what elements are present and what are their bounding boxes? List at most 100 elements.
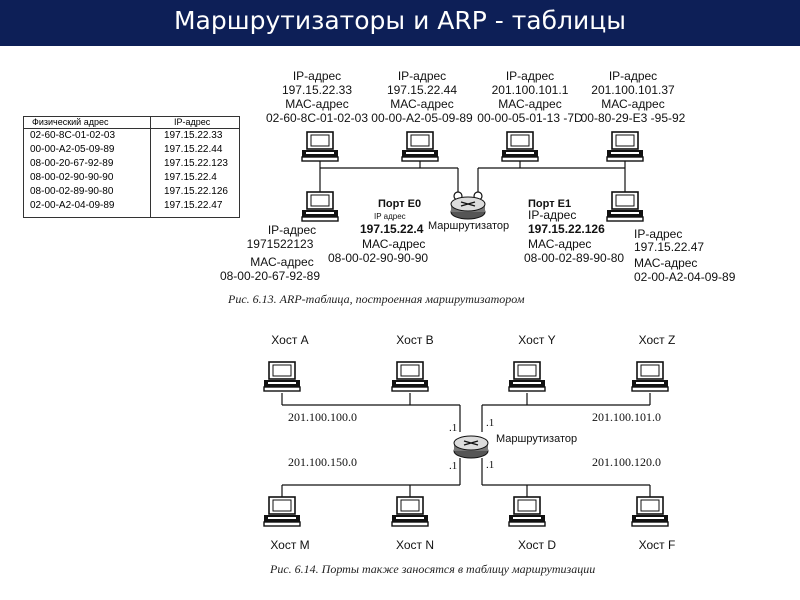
table-row: 08-00-02-90-90-90 197.15.22.4 (24, 172, 239, 185)
host-mac-label: МАС-адрес (634, 256, 697, 270)
host-label: Хост B (396, 333, 433, 347)
network-address: 201.100.120.0 (592, 455, 661, 469)
fig2-caption: Рис. 6.14. Порты также заносятся в табли… (269, 562, 595, 576)
computer-icon (301, 131, 339, 162)
computer-icon (263, 361, 301, 392)
port-e0-mac: 08-00-02-90-90-90 (328, 251, 428, 265)
host-ip-label: IP-адрес (609, 69, 657, 83)
port-e0-labels: Порт E0 IP адрес 197.15.22.4 МАС-адрес 0… (328, 198, 428, 265)
computer-icon (508, 361, 546, 392)
arp-table: Физический адрес IP-адрес 02-60-8C-01-02… (23, 116, 240, 218)
router-label: Маршрутизатор (428, 220, 509, 232)
port-e0-name: Порт E0 (378, 198, 421, 210)
router-icon (450, 196, 486, 220)
port-e0-mac-label: МАС-адрес (362, 237, 425, 251)
arp-mac: 08-00-20-67-92-89 (30, 158, 114, 169)
host-label: Хост F (639, 538, 676, 552)
arp-ip: 197.15.22.44 (164, 144, 223, 155)
arp-ip: 197.15.22.123 (164, 158, 228, 169)
computer-icon (263, 496, 301, 527)
host-mac: 08-00-20-67-92-89 (220, 269, 320, 283)
fig2-port-labels: .1 .1 .1 .1 (449, 417, 494, 472)
port-e1-mac: 08-00-02-89-90-80 (524, 251, 624, 265)
host-mac-label: МАС-адрес (498, 97, 561, 111)
fig1-wiring (319, 158, 626, 201)
router-icon (453, 435, 489, 459)
host-ip: 1971522123 (247, 237, 314, 251)
arp-ip: 197.15.22.47 (164, 200, 223, 211)
computer-icon (391, 496, 429, 527)
arp-mac: 02-00-A2-04-09-89 (30, 200, 115, 211)
arp-table-divider (150, 117, 151, 217)
computer-icon (631, 361, 669, 392)
host-mac: 00-00-05-01-13 -7D (477, 111, 583, 125)
arp-mac: 08-00-02-90-90-90 (30, 172, 114, 183)
fig2-host-labels: Хост A Хост B Хост Y Хост Z Хост M Хост … (270, 333, 675, 552)
port-label: .1 (486, 459, 494, 471)
host-mac-label: МАС-адрес (390, 97, 453, 111)
host-ip-label: IP-адрес (398, 69, 446, 83)
host-mac: 00-00-A2-05-09-89 (371, 111, 473, 125)
fig1-bottom-left-host-labels: IP-адрес 1971522123 МАС-адрес 08-00-20-6… (220, 223, 320, 283)
computer-icon (501, 131, 539, 162)
port-e0-ip-label: IP адрес (374, 212, 406, 221)
computer-icon (606, 131, 644, 162)
fig2-network-labels: 201.100.100.0 201.100.101.0 201.100.150.… (288, 410, 661, 469)
page-title: Маршрутизаторы и ARP - таблицы (173, 6, 627, 35)
port-e1-labels: Порт E1 IP-адрес 197.15.22.126 МАС-адрес… (524, 198, 624, 265)
table-row: 08-00-20-67-92-89 197.15.22.123 (24, 158, 239, 171)
router-label: Маршрутизатор (496, 433, 577, 445)
port-e0-ip: 197.15.22.4 (360, 222, 424, 236)
arp-ip: 197.15.22.126 (164, 186, 228, 197)
arp-table-header: Физический адрес IP-адрес (24, 117, 239, 129)
host-ip: 197.15.22.33 (282, 83, 352, 97)
computer-icon (391, 361, 429, 392)
host-mac-label: МАС-адрес (285, 97, 348, 111)
port-e1-name: Порт E1 (528, 198, 571, 210)
arp-ip: 197.15.22.33 (164, 130, 223, 141)
fig1-bottom-right-host-labels: IP-адрес 197.15.22.47 МАС-адрес 02-00-A2… (634, 227, 736, 284)
host-label: Хост A (271, 333, 308, 347)
table-row: 02-00-A2-04-09-89 197.15.22.47 (24, 200, 239, 213)
host-ip-label: IP-адрес (506, 69, 554, 83)
table-row: 00-00-A2-05-09-89 197.15.22.44 (24, 144, 239, 157)
host-mac: 02-00-A2-04-09-89 (634, 270, 736, 284)
host-label: Хост Z (639, 333, 676, 347)
arp-mac: 02-60-8C-01-02-03 (30, 130, 116, 141)
host-ip: 197.15.22.44 (387, 83, 457, 97)
port-label: .1 (449, 460, 457, 472)
host-mac-label: МАС-адрес (250, 255, 313, 269)
computer-icon (508, 496, 546, 527)
arp-header-ip: IP-адрес (174, 117, 211, 127)
fig1-top-host-labels: IP-адрес 197.15.22.33 МАС-адрес 02-60-8C… (266, 69, 686, 125)
network-address: 201.100.100.0 (288, 410, 357, 424)
host-ip-label: IP-адрес (634, 227, 682, 241)
port-label: .1 (449, 422, 457, 434)
host-label: Хост N (396, 538, 434, 552)
host-ip: 201.100.101.37 (591, 83, 675, 97)
arp-mac: 00-00-A2-05-09-89 (30, 144, 115, 155)
title-bar (0, 0, 800, 46)
arp-ip: 197.15.22.4 (164, 172, 217, 183)
computer-icon (401, 131, 439, 162)
computer-icon (301, 191, 339, 222)
port-e1-ip-label: IP-адрес (528, 208, 576, 222)
computer-icon (631, 496, 669, 527)
host-label: Хост Y (518, 333, 555, 347)
host-label: Хост D (518, 538, 556, 552)
fig1-caption: Рис. 6.13. ARP-таблица, построенная марш… (227, 292, 525, 306)
arp-header-physical: Физический адрес (32, 117, 109, 127)
port-e1-mac-label: МАС-адрес (528, 237, 591, 251)
host-mac: 02-60-8C-01-02-03 (266, 111, 368, 125)
computer-icon (606, 191, 644, 222)
host-mac: 00-80-29-E3 -95-92 (581, 111, 686, 125)
host-ip: 201.100.101.1 (492, 83, 569, 97)
host-ip: 197.15.22.47 (634, 240, 704, 254)
table-row: 02-60-8C-01-02-03 197.15.22.33 (24, 130, 239, 143)
host-ip-label: IP-адрес (293, 69, 341, 83)
port-e1-ip: 197.15.22.126 (528, 222, 605, 236)
network-address: 201.100.150.0 (288, 455, 357, 469)
host-ip-label: IP-адрес (268, 223, 316, 237)
